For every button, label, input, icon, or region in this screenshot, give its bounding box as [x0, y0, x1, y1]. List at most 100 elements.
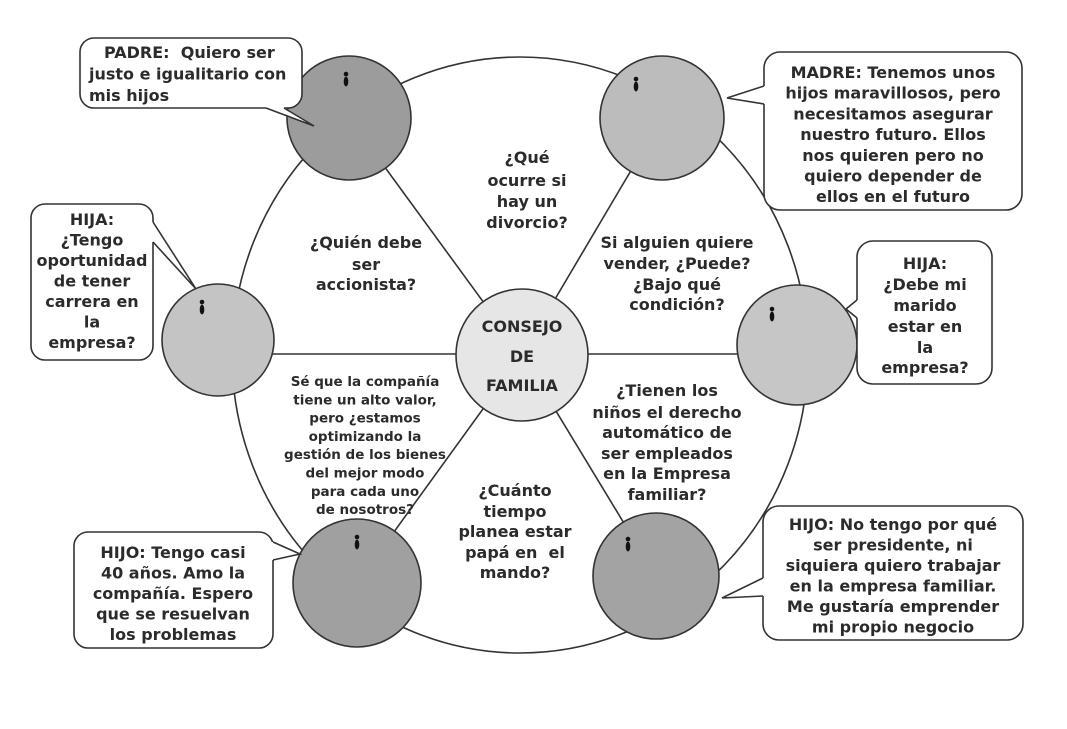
speech-bubble-hija-izquierda: HIJA: ¿Tengo oportunidad de tener carrer…	[30, 203, 197, 361]
bubble-line: ¿Tengo	[61, 231, 124, 250]
speech-bubble-hija-derecha: HIJA: ¿Debe mi marido estar en la empres…	[844, 240, 993, 385]
question-line: optimizando la	[309, 429, 422, 445]
bubble-line: necesitamos asegurar	[793, 104, 992, 123]
center-circle	[455, 288, 589, 422]
question-line: niños el derecho	[592, 403, 741, 422]
bubble-line: siquiera quiero trabajar	[786, 556, 1001, 575]
question-line: mando?	[480, 563, 551, 582]
question-line: del mejor modo	[306, 466, 425, 482]
member-circle-madre	[599, 55, 725, 181]
bubble-line: nos quieren pero no	[802, 146, 984, 165]
speech-bubble-tail	[721, 577, 764, 599]
center-label-line: CONSEJO	[482, 317, 563, 336]
bubble-line: que se resuelvan	[96, 605, 250, 624]
question-line: condición?	[629, 295, 724, 314]
bubble-line: PADRE: Quiero ser	[104, 43, 275, 62]
member-circle-hijo-derecho	[592, 512, 720, 640]
question-line: ¿Bajo qué	[633, 275, 721, 294]
question-divorcio: ¿Qué ocurre si hay un divorcio?	[486, 148, 568, 232]
bubble-line: empresa?	[48, 333, 135, 352]
bubble-line: hijos maravillosos, pero	[785, 84, 1000, 103]
question-line: gestión de los bienes	[284, 447, 446, 463]
person-icon	[199, 299, 205, 315]
bubble-line: ser presidente, ni	[813, 536, 973, 555]
question-line: en la Empresa	[603, 464, 731, 483]
bubble-line: ellos en el futuro	[816, 187, 970, 206]
question-line: ¿Tienen los	[616, 381, 718, 400]
center-label: CONSEJO DE FAMILIA	[482, 317, 563, 395]
person-icon	[633, 76, 639, 92]
question-line: planea estar	[458, 522, 571, 541]
speech-bubble-tail-fill	[846, 300, 860, 318]
bubble-line: nuestro futuro. Ellos	[800, 125, 986, 144]
member-circle-hijo-izquierdo	[292, 518, 422, 648]
bubble-line: los problemas	[110, 625, 237, 644]
bubble-line: marido	[893, 296, 956, 315]
question-line: accionista?	[316, 275, 416, 294]
question-line: familiar?	[628, 485, 707, 504]
bubble-line: HIJA:	[70, 210, 114, 229]
question-line: ¿Qué	[504, 148, 549, 167]
question-mando-papa: ¿Cuánto tiempo planea estar papá en el m…	[458, 481, 571, 582]
bubble-line: quiero depender de	[804, 167, 982, 186]
question-accionista: ¿Quién debe ser accionista?	[310, 233, 422, 294]
question-vender: Si alguien quiere vender, ¿Puede? ¿Bajo …	[601, 233, 754, 314]
bubble-line: HIJO: Tengo casi	[100, 543, 245, 562]
bubble-line: la	[917, 338, 933, 357]
member-circle-hija-izquierda	[161, 283, 275, 397]
bubble-line: 40 años. Amo la	[101, 564, 245, 583]
question-line: para cada uno	[311, 484, 419, 500]
center-label-line: FAMILIA	[486, 376, 559, 395]
person-icon	[769, 306, 775, 322]
bubble-line: oportunidad	[37, 251, 148, 270]
speech-bubble-tail	[726, 85, 765, 105]
question-line: ¿Quién debe	[310, 233, 422, 252]
question-line: Si alguien quiere	[601, 233, 754, 252]
bubble-line: MADRE: Tenemos unos	[791, 63, 996, 82]
bubble-line: HIJA:	[903, 254, 947, 273]
question-line: hay un	[497, 192, 557, 211]
member-circle-hija-derecha	[736, 284, 858, 406]
question-line: ocurre si	[487, 171, 566, 190]
question-line: vender, ¿Puede?	[604, 254, 751, 273]
bubble-line: compañía. Espero	[93, 584, 253, 603]
bubble-line: justo e igualitario con	[88, 65, 286, 84]
question-line: de nosotros?	[316, 502, 414, 518]
speech-bubble-body	[30, 203, 154, 361]
question-line: tiene un alto valor,	[293, 392, 436, 408]
question-line: automático de	[602, 423, 732, 442]
speech-bubble-body	[763, 51, 1023, 211]
question-line: Sé que la compañía	[291, 374, 440, 390]
question-line: ¿Cuánto	[478, 481, 551, 500]
question-line: ser	[352, 255, 380, 274]
question-line: divorcio?	[486, 213, 568, 232]
bubble-line: de tener	[54, 272, 131, 291]
question-line: tiempo	[483, 502, 546, 521]
speech-bubble-body	[79, 37, 303, 109]
speech-bubble-hijo-derecho: HIJO: No tengo por qué ser presidente, n…	[721, 505, 1024, 641]
question-line: papá en el	[465, 543, 565, 562]
question-line: ser empleados	[601, 444, 733, 463]
bubble-line: Me gustaría emprender	[787, 597, 999, 616]
speech-bubble-tail	[152, 221, 197, 290]
bubble-line: en la empresa familiar.	[790, 577, 997, 596]
bubble-line: mis hijos	[89, 86, 169, 105]
member-circle-padre	[286, 55, 412, 181]
question-gestion-bienes: Sé que la compañía tiene un alto valor, …	[284, 374, 446, 518]
question-line: pero ¿estamos	[309, 411, 420, 427]
person-icon	[625, 536, 631, 552]
speech-bubble-body	[73, 531, 274, 649]
bubble-line: ¿Debe mi	[883, 275, 966, 294]
center-label-line: DE	[510, 347, 534, 366]
person-icon	[343, 71, 349, 87]
bubble-line: estar en	[888, 317, 963, 336]
speech-bubble-tail	[844, 299, 858, 319]
speech-bubble-hijo-izquierdo: HIJO: Tengo casi 40 años. Amo la compañí…	[73, 531, 303, 649]
question-empleo-ninos: ¿Tienen los niños el derecho automático …	[592, 381, 741, 504]
bubble-line: empresa?	[881, 358, 968, 377]
speech-bubble-padre: PADRE: Quiero ser justo e igualitario co…	[79, 37, 315, 127]
bubble-line: mi propio negocio	[812, 618, 974, 637]
speech-bubble-body	[762, 505, 1024, 641]
speech-bubble-tail	[265, 107, 315, 127]
